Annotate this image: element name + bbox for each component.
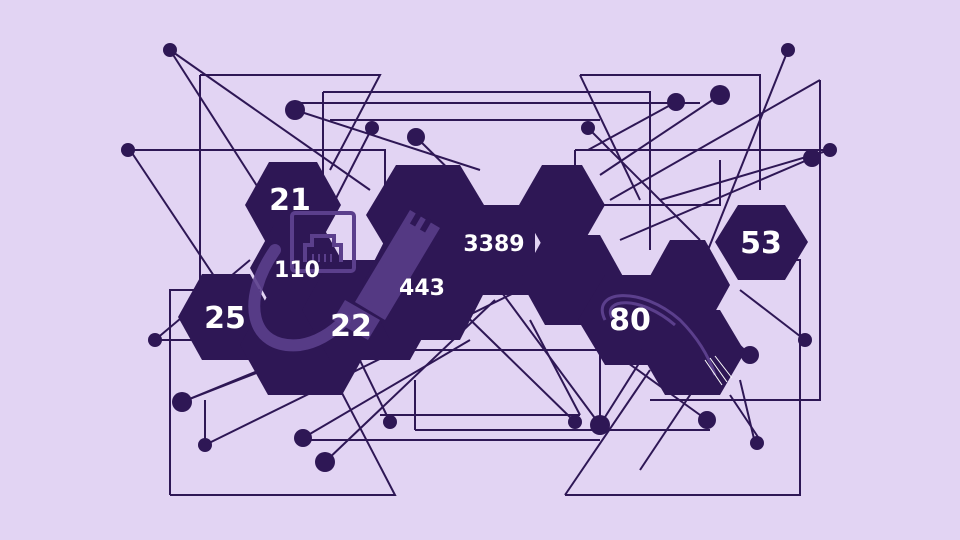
- wire: [587, 127, 701, 241]
- ethernet-jack-icon: [290, 211, 356, 273]
- wire-endpoints: [121, 43, 837, 472]
- node-dot: [172, 392, 192, 412]
- wire: [595, 160, 721, 206]
- node-dot: [568, 415, 582, 429]
- hexagon-tile: [715, 205, 808, 280]
- node-dot: [198, 438, 212, 452]
- node-dot: [365, 121, 379, 135]
- wire: [323, 91, 651, 250]
- node-dot: [148, 333, 162, 347]
- wire: [650, 160, 821, 401]
- node-dot: [581, 121, 595, 135]
- rj45-cable-end-icon: [601, 294, 733, 386]
- node-dot: [798, 333, 812, 347]
- hexagon-bridge: [440, 205, 535, 295]
- wire: [329, 127, 373, 211]
- wire: [565, 300, 801, 496]
- node-dot: [710, 85, 730, 105]
- cable-icon: [248, 244, 351, 352]
- ethernet-plug-icon: [333, 210, 440, 340]
- node-dot: [781, 43, 795, 57]
- hexagon-tile: [519, 165, 605, 245]
- node-dot: [667, 93, 685, 111]
- node-dot: [121, 143, 135, 157]
- wire: [599, 94, 721, 176]
- wire: [659, 149, 831, 201]
- wire: [302, 339, 471, 439]
- wire: [169, 49, 371, 191]
- node-dot: [803, 149, 821, 167]
- wire: [739, 379, 756, 444]
- wire: [699, 49, 789, 271]
- node-dot: [407, 128, 425, 146]
- wire: [564, 369, 651, 496]
- port-label-110: 110: [274, 258, 320, 283]
- wire: [609, 79, 821, 201]
- node-dot: [698, 411, 716, 429]
- wire: [200, 74, 382, 171]
- port-labels: 21 110 25 22 443 3389 80 53: [204, 183, 782, 344]
- node-dot: [315, 452, 335, 472]
- port-label-3389: 3389: [463, 232, 524, 257]
- wire: [181, 369, 261, 403]
- wire: [619, 157, 813, 241]
- wire: [587, 101, 677, 151]
- wire: [324, 299, 496, 463]
- hexagon-cluster: [178, 162, 808, 395]
- wire: [170, 369, 397, 496]
- port-label-53: 53: [740, 226, 782, 261]
- node-dot: [285, 100, 305, 120]
- port-label-443: 443: [399, 276, 445, 301]
- wire: [449, 299, 576, 423]
- port-label-21: 21: [269, 183, 311, 218]
- hexagon-tile: [640, 310, 745, 395]
- node-dot: [294, 429, 312, 447]
- wire: [580, 74, 761, 190]
- node-dot: [741, 346, 759, 364]
- wire: [529, 319, 581, 416]
- wire: [739, 289, 806, 341]
- hexagon-tile: [645, 240, 730, 330]
- node-dot: [823, 143, 837, 157]
- node-dot: [750, 436, 764, 450]
- wire: [729, 394, 761, 441]
- port-label-25: 25: [204, 301, 246, 336]
- port-label-22: 22: [330, 309, 372, 344]
- wire: [294, 109, 481, 171]
- node-dot: [383, 415, 397, 429]
- node-dot: [163, 43, 177, 57]
- port-label-80: 80: [609, 303, 651, 338]
- node-dot: [590, 415, 610, 435]
